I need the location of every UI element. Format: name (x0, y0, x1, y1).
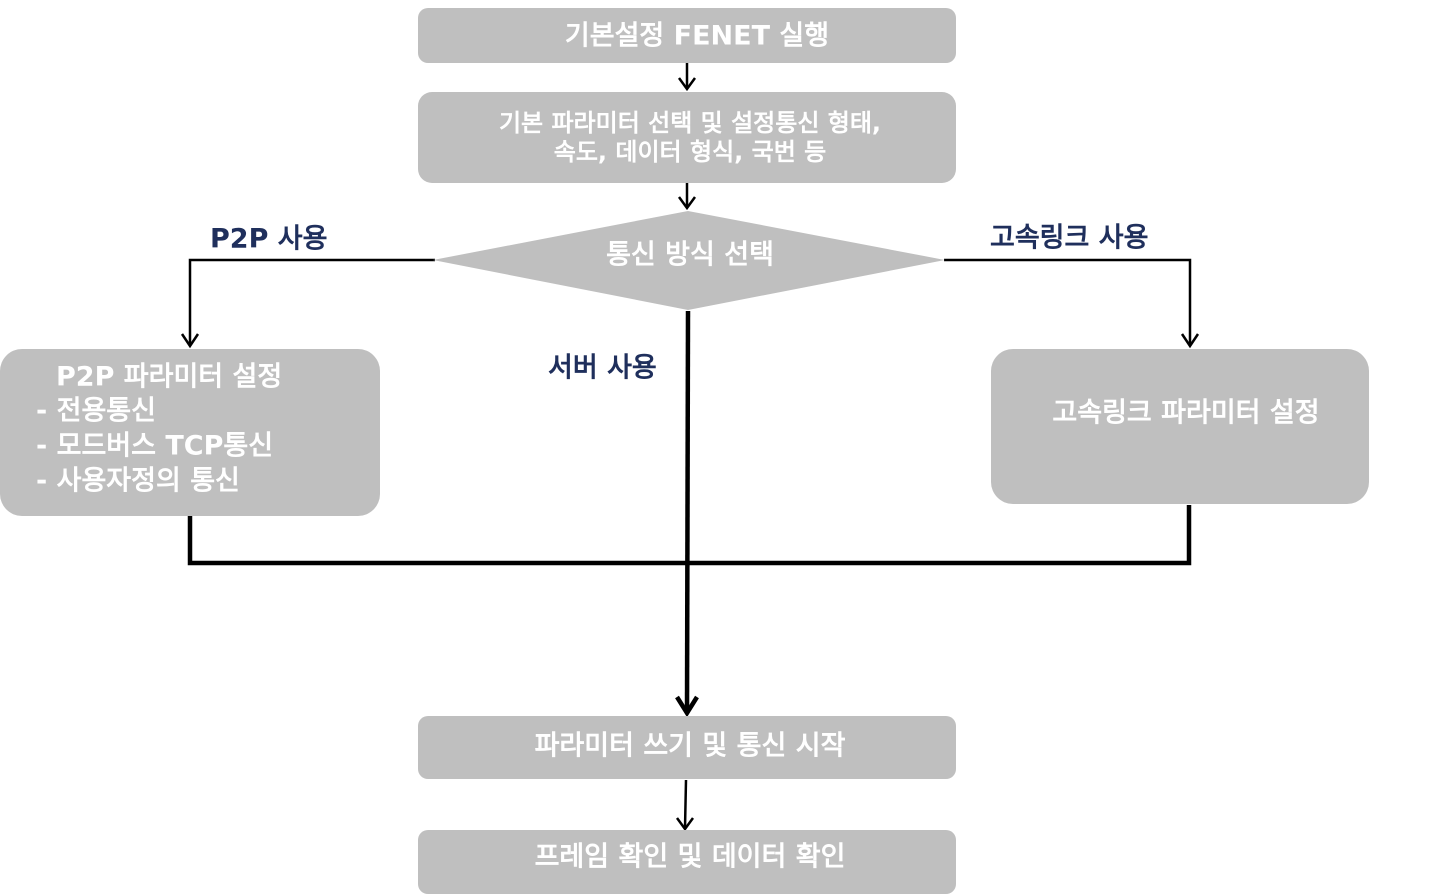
edge-server-to-write (675, 310, 699, 718)
node-p2p-params: P2P 파라미터 설정 - 전용통신 - 모드버스 TCP통신 - 사용자정의 … (0, 349, 380, 516)
node-basic-params-line2: 속도, 데이터 형식, 국번 등 (554, 138, 826, 166)
edge-write-to-verify (675, 779, 695, 832)
node-write-start-label: 파라미터 쓰기 및 통신 시작 (535, 731, 846, 762)
node-p2p-item: - 전용통신 (36, 396, 156, 427)
edge-decision-to-p2p (180, 258, 435, 349)
node-highspeed-label: 고속링크 파라미터 설정 (1052, 398, 1319, 429)
edge-start-to-basic (677, 63, 697, 92)
node-decision-label: 통신 방식 선택 (606, 240, 774, 271)
edge-label-p2p: P2P 사용 (210, 224, 327, 255)
edge-label-highspeed: 고속링크 사용 (990, 223, 1148, 254)
edge-basic-to-decision (677, 183, 697, 211)
edge-label-server: 서버 사용 (548, 353, 657, 384)
node-decision: 통신 방식 선택 (433, 211, 945, 310)
node-verify: 프레임 확인 및 데이터 확인 (418, 830, 956, 894)
node-write-start: 파라미터 쓰기 및 통신 시작 (418, 716, 956, 779)
node-p2p-item: - 사용자정의 통신 (36, 466, 240, 497)
node-basic-params: 기본 파라미터 선택 및 설정통신 형태, 속도, 데이터 형식, 국번 등 (418, 92, 956, 183)
node-p2p-item: - 모드버스 TCP통신 (36, 431, 273, 462)
edge-decision-to-highspeed (944, 258, 1200, 349)
node-verify-label: 프레임 확인 및 데이터 확인 (535, 842, 846, 873)
node-highspeed-params: 고속링크 파라미터 설정 (991, 349, 1369, 504)
node-start: 기본설정 FENET 실행 (418, 8, 956, 63)
node-start-label: 기본설정 FENET 실행 (565, 21, 829, 52)
node-basic-params-line1: 기본 파라미터 선택 및 설정통신 형태, (499, 109, 881, 137)
node-p2p-title: P2P 파라미터 설정 (56, 362, 282, 393)
